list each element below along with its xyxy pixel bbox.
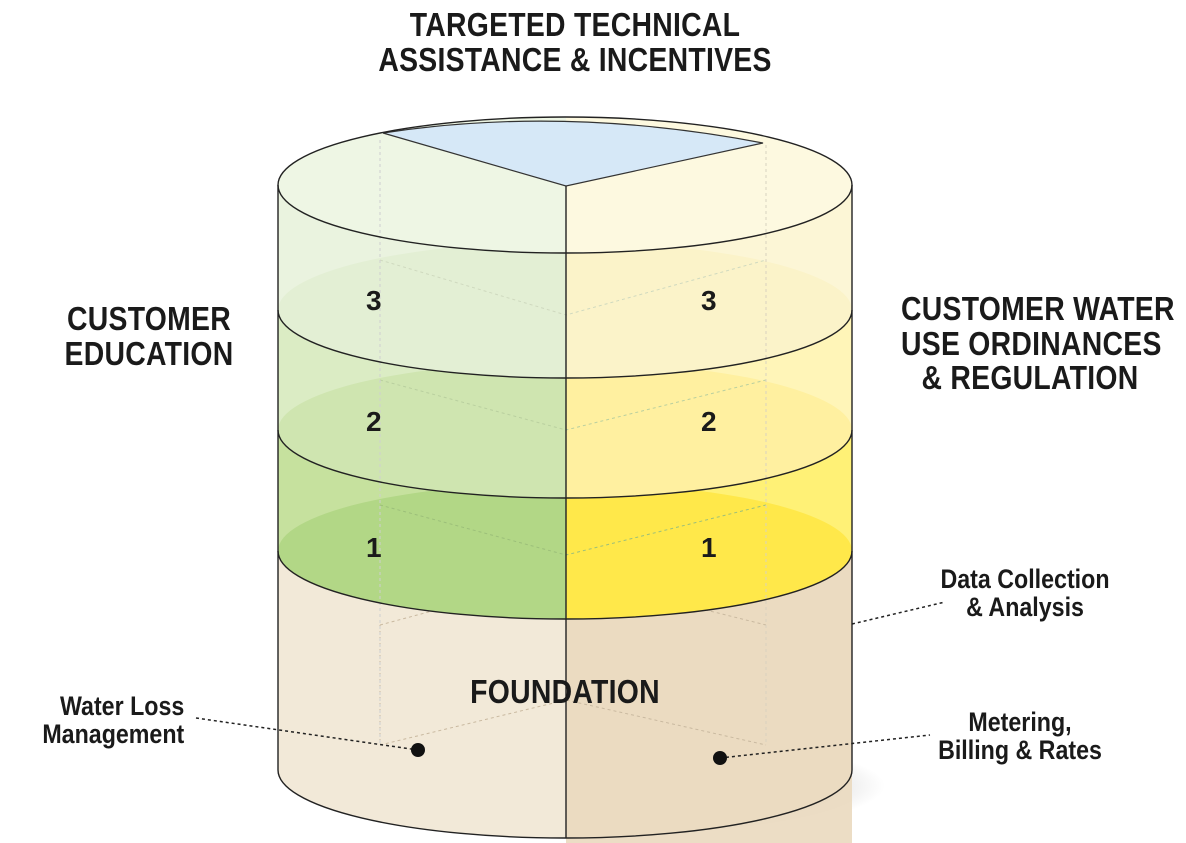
top-title-line1: TARGETED TECHNICAL <box>409 6 741 43</box>
leader-water-loss <box>195 717 419 751</box>
customer-education-line1: CUSTOMER <box>67 300 231 337</box>
level-3-band <box>278 185 852 378</box>
ordinances-line3: & REGULATION <box>921 359 1139 397</box>
customer-education-line2: EDUCATION <box>64 334 234 372</box>
customer-education-label: CUSTOMER EDUCATION <box>50 300 248 372</box>
data-collection-line1: Data Collection <box>940 564 1110 594</box>
dot-metering <box>713 751 727 765</box>
level-1-band <box>278 430 852 619</box>
water-loss-line2: Management <box>42 719 185 750</box>
level-number-right-3: 3 <box>701 285 717 316</box>
ordinances-line1: CUSTOMER WATER <box>901 290 1175 327</box>
level-number-left-1: 1 <box>366 532 382 563</box>
leader-data-collection <box>851 601 946 625</box>
leader-metering <box>719 734 931 759</box>
metering-line2: Billing & Rates <box>938 735 1102 766</box>
top-disk <box>278 117 852 745</box>
data-collection-label: Data Collection & Analysis <box>918 565 1133 622</box>
metering-line1: Metering, <box>968 707 1072 737</box>
metering-label: Metering, Billing & Rates <box>921 708 1119 765</box>
water-loss-line1: Water Loss <box>59 691 185 721</box>
top-wedge <box>382 120 764 187</box>
foundation-label: FOUNDATION <box>470 673 660 710</box>
level-number-left-2: 2 <box>366 406 382 437</box>
top-title-line2: ASSISTANCE & INCENTIVES <box>378 40 772 78</box>
level-number-right-1: 1 <box>701 532 717 563</box>
data-collection-line2: & Analysis <box>966 592 1084 623</box>
cylinder-outlines <box>277 116 853 839</box>
ordinances-line2: USE ORDINANCES <box>901 324 1162 362</box>
level-number-right-2: 2 <box>701 406 717 437</box>
leader-lines <box>195 601 946 765</box>
level-2-band <box>278 310 852 498</box>
level-number-left-3: 3 <box>366 285 382 316</box>
ordinances-label: CUSTOMER WATER USE ORDINANCES & REGULATI… <box>901 290 1175 397</box>
top-title: TARGETED TECHNICAL ASSISTANCE & INCENTIV… <box>377 6 773 78</box>
dot-water-loss <box>411 743 425 757</box>
water-loss-label: Water Loss Management <box>16 691 185 750</box>
